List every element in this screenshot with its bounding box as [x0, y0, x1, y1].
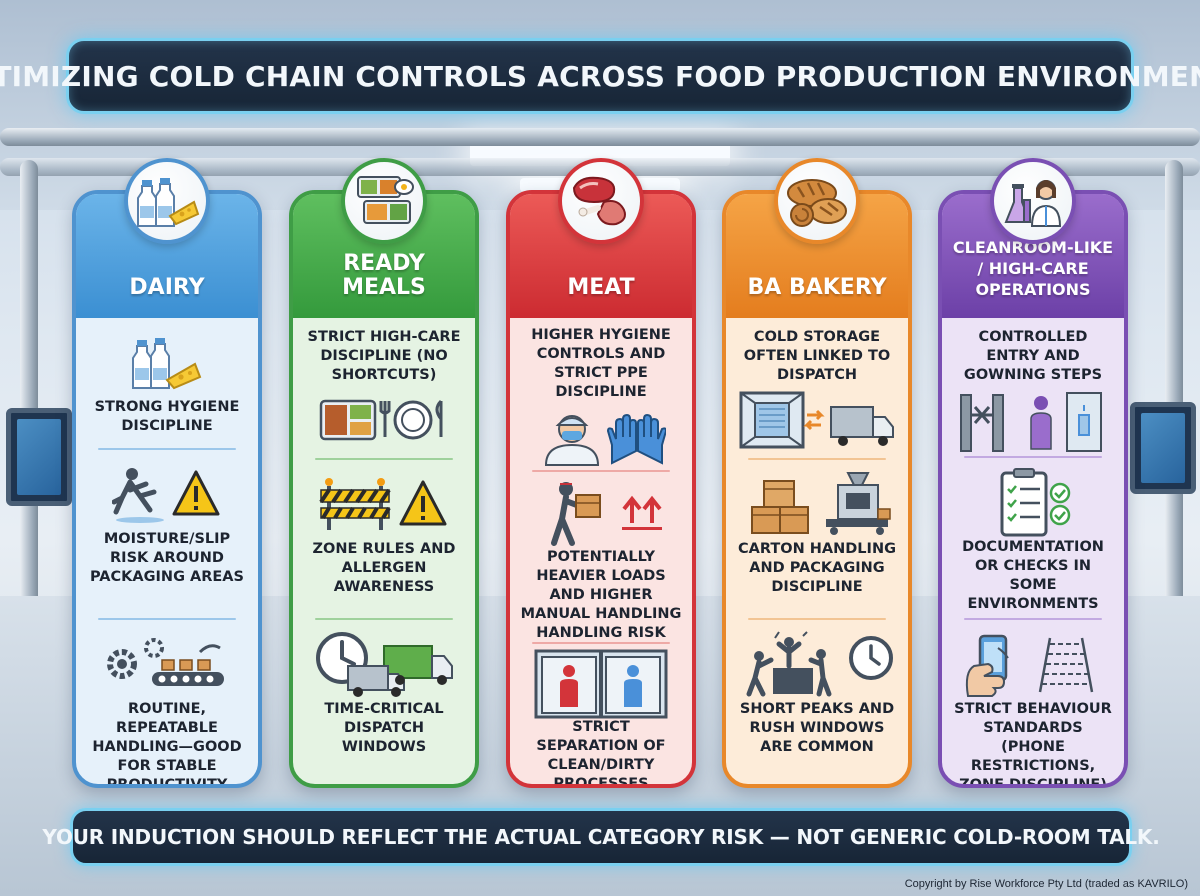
divider: [98, 448, 236, 450]
barrier-warning-icon: [303, 470, 465, 540]
cold-storage-truck-icon: [736, 385, 898, 455]
divider: [315, 618, 453, 620]
item-text: HIGHER HYGIENE CONTROLS AND STRICT PPE D…: [531, 327, 671, 400]
cartons-machine-icon: [736, 470, 898, 540]
dairy-body: STRONG HYGIENE DISCIPLINE MOISTURE/SLIP …: [76, 318, 258, 788]
item-text: STRONG HYGIENE DISCIPLINE: [94, 399, 240, 434]
bakery-body: COLD STORAGE OFTEN LINKED TO DISPATCH: [726, 318, 908, 784]
dairy-item-2: MOISTURE/SLIP RISK AROUND PACKAGING AREA…: [86, 460, 248, 587]
footer-banner: YOUR INDUCTION SHOULD REFLECT THE ACTUAL…: [42, 808, 1160, 866]
item-text: COLD STORAGE OFTEN LINKED TO DISPATCH: [743, 329, 891, 383]
meal-trays-icon: [341, 158, 427, 244]
bakery-card: BA BAKERY COLD STORAGE OFTEN LINKED TO D…: [722, 190, 912, 788]
column-title: BA BAKERY: [747, 275, 887, 300]
column-title: DAIRY: [129, 275, 205, 300]
monitor: [6, 408, 72, 506]
item-text: ZONE RULES AND ALLERGEN AWARENESS: [312, 541, 456, 595]
cleanroom-card: CLEANROOM-LIKE / HIGH-CARE OPERATIONS CO…: [938, 190, 1128, 788]
meat-item-3: STRICT SEPARATION OF CLEAN/DIRTY PROCESS…: [520, 648, 682, 788]
cleanroom-header: CLEANROOM-LIKE / HIGH-CARE OPERATIONS: [942, 194, 1124, 318]
column-meat: MEAT HIGHER HYGIENE CONTROLS AND STRICT …: [506, 158, 696, 788]
bakery-header: BA BAKERY: [726, 194, 908, 318]
item-text: TIME-CRITICAL DISPATCH WINDOWS: [324, 701, 444, 755]
bakery-item-1: COLD STORAGE OFTEN LINKED TO DISPATCH: [736, 328, 898, 455]
column-cleanroom: CLEANROOM-LIKE / HIGH-CARE OPERATIONS CO…: [938, 158, 1128, 788]
conveyor-gears-icon: [86, 630, 248, 700]
monitor: [1130, 402, 1196, 494]
ready-meals-body: STRICT HIGH-CARE DISCIPLINE (NO SHORTCUT…: [293, 318, 475, 784]
turnstile-gowning-icon: [952, 385, 1114, 455]
page-title: OPTIMIZING COLD CHAIN CONTROLS ACROSS FO…: [0, 59, 1200, 93]
divider: [748, 618, 886, 620]
divider: [964, 618, 1102, 620]
item-text: STRICT BEHAVIOUR STANDARDS (PHONE RESTRI…: [954, 701, 1112, 788]
bread-icon: [774, 158, 860, 244]
divider: [98, 618, 236, 620]
bakery-item-2: CARTON HANDLING AND PACKAGING DISCIPLINE: [736, 470, 898, 597]
item-text: STRICT SEPARATION OF CLEAN/DIRTY PROCESS…: [536, 719, 666, 788]
title-banner: OPTIMIZING COLD CHAIN CONTROLS ACROSS FO…: [0, 38, 1200, 114]
ready-meals-card: READY MEALS STRICT HIGH-CARE DISCIPLINE …: [289, 190, 479, 788]
cleanroom-item-1: CONTROLLED ENTRY AND GOWNING STEPS: [952, 328, 1114, 455]
cleanroom-body: CONTROLLED ENTRY AND GOWNING STEPS: [942, 318, 1124, 788]
milk-cheese-icon: [124, 158, 210, 244]
pipe: [0, 128, 1200, 146]
divider: [532, 470, 670, 472]
dairy-card: DAIRY STRONG HYGIENE DISCIPLINE: [72, 190, 262, 788]
item-text: SHORT PEAKS AND RUSH WINDOWS ARE COMMON: [739, 701, 895, 755]
column-title: READY MEALS: [342, 251, 426, 300]
column-ready-meals: READY MEALS STRICT HIGH-CARE DISCIPLINE …: [289, 158, 479, 788]
item-text: DOCUMENTATION OR CHECKS IN SOME ENVIRONM…: [962, 539, 1104, 612]
meat-item-2: POTENTIALLY HEAVIER LOADS AND HIGHER MAN…: [520, 478, 682, 643]
column-title: CLEANROOM-LIKE / HIGH-CARE OPERATIONS: [952, 238, 1114, 299]
copyright-text: Copyright by Rise Workforce Pty Ltd (tra…: [904, 878, 1188, 890]
cleanroom-item-3: STRICT BEHAVIOUR STANDARDS (PHONE RESTRI…: [952, 630, 1114, 788]
column-dairy: DAIRY STRONG HYGIENE DISCIPLINE: [72, 158, 262, 788]
lab-scientist-icon: [990, 158, 1076, 244]
divider: [532, 642, 670, 644]
item-text: ROUTINE, REPEATABLE HANDLING—GOOD FOR ST…: [92, 701, 242, 788]
column-bakery: BA BAKERY COLD STORAGE OFTEN LINKED TO D…: [722, 158, 912, 788]
ready-meals-item-3: TIME-CRITICAL DISPATCH WINDOWS: [303, 630, 465, 757]
clock-truck-icon: [303, 630, 465, 700]
ppe-worker-gloves-icon: [520, 402, 682, 472]
divider: [748, 458, 886, 460]
item-text: MOISTURE/SLIP RISK AROUND PACKAGING AREA…: [90, 531, 244, 585]
clean-dirty-doors-icon: [520, 648, 682, 719]
meal-tray-cutlery-icon: [303, 385, 465, 455]
dairy-item-3: ROUTINE, REPEATABLE HANDLING—GOOD FOR ST…: [86, 630, 248, 788]
checklist-icon: [952, 468, 1114, 538]
meat-cuts-icon: [558, 158, 644, 244]
divider: [964, 456, 1102, 458]
footer-message: YOUR INDUCTION SHOULD REFLECT THE ACTUAL…: [42, 825, 1160, 849]
ready-meals-item-1: STRICT HIGH-CARE DISCIPLINE (NO SHORTCUT…: [303, 328, 465, 455]
ready-meals-item-2: ZONE RULES AND ALLERGEN AWARENESS: [303, 470, 465, 597]
meat-body: HIGHER HYGIENE CONTROLS AND STRICT PPE D…: [510, 318, 692, 788]
bakery-item-3: SHORT PEAKS AND RUSH WINDOWS ARE COMMON: [736, 630, 898, 757]
item-text: POTENTIALLY HEAVIER LOADS AND HIGHER MAN…: [520, 549, 682, 641]
rush-workers-clock-icon: [736, 630, 898, 700]
item-text: STRICT HIGH-CARE DISCIPLINE (NO SHORTCUT…: [307, 329, 461, 383]
meat-card: MEAT HIGHER HYGIENE CONTROLS AND STRICT …: [506, 190, 696, 788]
meat-item-1: HIGHER HYGIENE CONTROLS AND STRICT PPE D…: [520, 326, 682, 472]
phone-hand-zone-icon: [952, 630, 1114, 700]
slip-warning-icon: [86, 460, 248, 530]
dairy-item-1: STRONG HYGIENE DISCIPLINE: [86, 328, 248, 436]
item-text: CARTON HANDLING AND PACKAGING DISCIPLINE: [738, 541, 896, 595]
cleanroom-item-2: DOCUMENTATION OR CHECKS IN SOME ENVIRONM…: [952, 468, 1114, 614]
column-title: MEAT: [567, 275, 635, 300]
milk-cheese-icon: [86, 328, 248, 398]
divider: [315, 458, 453, 460]
item-text: CONTROLLED ENTRY AND GOWNING STEPS: [963, 329, 1103, 383]
lifting-worker-icon: [520, 478, 682, 548]
